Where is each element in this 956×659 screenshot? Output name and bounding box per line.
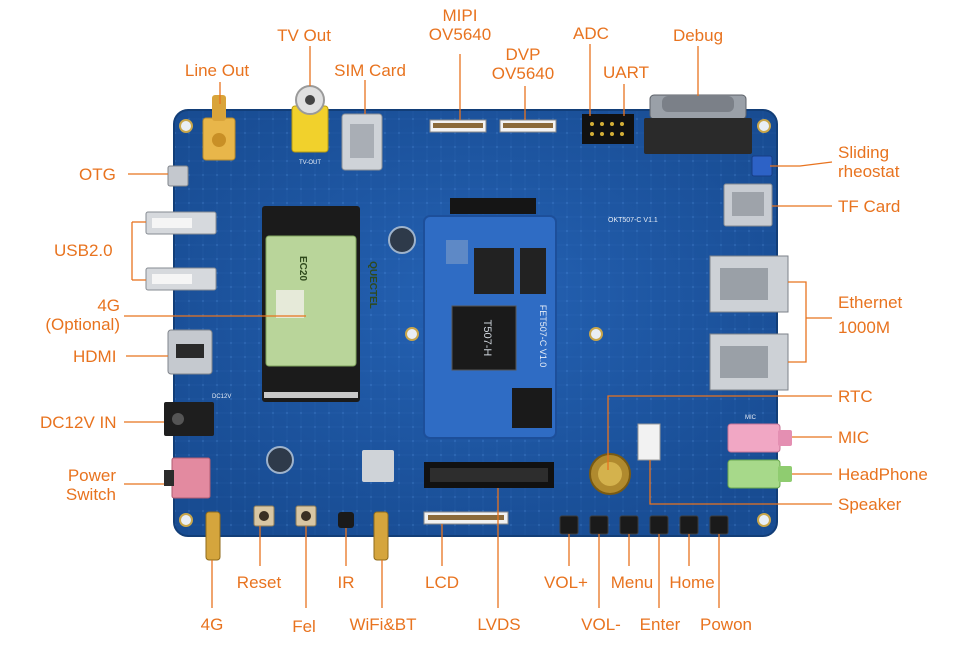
ethernet-ports	[709, 255, 789, 391]
4g-module	[262, 206, 360, 402]
label-mic: MIC	[838, 428, 870, 447]
label-tf-card: TF Card	[838, 197, 901, 216]
label-tv-out: TV Out	[277, 26, 331, 45]
label-rtc: RTC	[838, 387, 873, 406]
antenna-connectors	[205, 511, 389, 561]
headphone-jack	[727, 459, 792, 489]
som-silk: FET507-C V1.0	[538, 305, 548, 368]
label-sliding-line2: rheostat	[838, 162, 900, 181]
dc-jack	[164, 402, 214, 436]
sim-card-holder	[341, 113, 383, 171]
debug-db9	[644, 94, 752, 154]
label-wifi-bt: WiFi&BT	[349, 615, 417, 634]
reset-fel-buttons	[253, 505, 317, 527]
ir-receiver	[338, 512, 354, 528]
adc-uart-header	[582, 114, 634, 144]
label-vol-plus: VOL+	[544, 573, 588, 592]
lvds-header	[424, 462, 554, 488]
label-uart: UART	[603, 63, 649, 82]
buzzer	[266, 446, 294, 474]
label-sim-card: SIM Card	[334, 61, 406, 80]
wifi-module	[362, 450, 394, 482]
tv-out-rca	[291, 85, 329, 153]
label-4g-line1: 4G	[97, 296, 120, 315]
label-sliding-line1: Sliding	[838, 143, 890, 162]
label-dvp-line1: DVP	[505, 45, 541, 64]
tv-port-silk: TV-OUT	[299, 160, 321, 166]
tf-card-slot	[723, 183, 773, 227]
label-otg: OTG	[79, 165, 116, 184]
label-ir: IR	[337, 573, 355, 592]
dc-jack-silk: DC12V	[212, 394, 231, 400]
line-out-jack	[202, 95, 236, 161]
rheostat	[751, 155, 773, 177]
label-powon: Powon	[700, 615, 752, 634]
label-mipi: MIPI OV5640	[429, 6, 491, 44]
label-dc12v-in: DC12V IN	[40, 413, 117, 432]
label-speaker: Speaker	[838, 495, 902, 514]
hdmi-port	[167, 329, 213, 375]
dvp-connector	[499, 119, 557, 133]
label-ethernet-line1: Ethernet	[838, 293, 903, 312]
label-lcd: LCD	[424, 573, 460, 592]
label-line-out: Line Out	[184, 61, 250, 80]
mounting-holes	[179, 119, 771, 527]
usb-ports	[145, 211, 217, 291]
board-silk: OKT507-C V1.1	[608, 217, 658, 224]
label-enter: Enter	[639, 615, 681, 634]
label-ethernet: Ethernet 1000M	[838, 293, 902, 337]
label-headphone: HeadPhone	[838, 465, 928, 484]
label-hdmi: HDMI	[73, 347, 117, 366]
lcd-connector	[423, 511, 509, 525]
leader-rheostat	[770, 161, 833, 167]
label-4g-antenna: 4G	[200, 615, 224, 634]
label-4g-optional: 4G (Optional)	[45, 296, 120, 334]
mic-silk: MIC	[745, 415, 757, 421]
label-power-switch: Power Switch	[66, 466, 116, 504]
label-lvds: LVDS	[477, 615, 521, 634]
label-fel: Fel	[292, 617, 316, 636]
label-power-line2: Switch	[65, 485, 116, 504]
label-power-line1: Power	[67, 466, 116, 485]
label-dvp-line2: OV5640	[491, 64, 555, 83]
som-board	[423, 198, 557, 439]
label-dvp: DVP OV5640	[492, 45, 554, 83]
label-mipi-line1: MIPI	[442, 6, 478, 25]
label-sliding-rheostat: Sliding rheostat	[838, 143, 899, 181]
cpu-mark: T507-H	[481, 320, 493, 357]
module-model: EC20	[297, 256, 308, 281]
module-brand: QUECTEL	[367, 261, 378, 309]
speaker-connector	[637, 423, 661, 461]
label-debug: Debug	[672, 26, 724, 45]
label-mipi-line2: OV5640	[428, 25, 492, 44]
otg-port	[167, 165, 189, 187]
rtc-battery	[589, 453, 631, 495]
label-menu: Menu	[610, 573, 654, 592]
leader-ethernet-bracket	[788, 281, 807, 363]
label-home: Home	[669, 573, 715, 592]
label-ethernet-line2: 1000M	[838, 318, 890, 337]
mipi-connector	[429, 119, 487, 133]
label-4g-line2: (Optional)	[45, 315, 120, 334]
leader-speaker	[649, 460, 832, 505]
label-vol-minus: VOL-	[581, 615, 621, 634]
power-switch	[164, 457, 211, 499]
label-adc: ADC	[573, 24, 609, 43]
leader-lines	[124, 44, 833, 608]
mic-jack	[727, 423, 792, 453]
inductor	[388, 226, 416, 254]
label-usb: USB2.0	[54, 241, 113, 260]
leader-rtc	[607, 395, 832, 470]
label-reset: Reset	[236, 573, 282, 592]
